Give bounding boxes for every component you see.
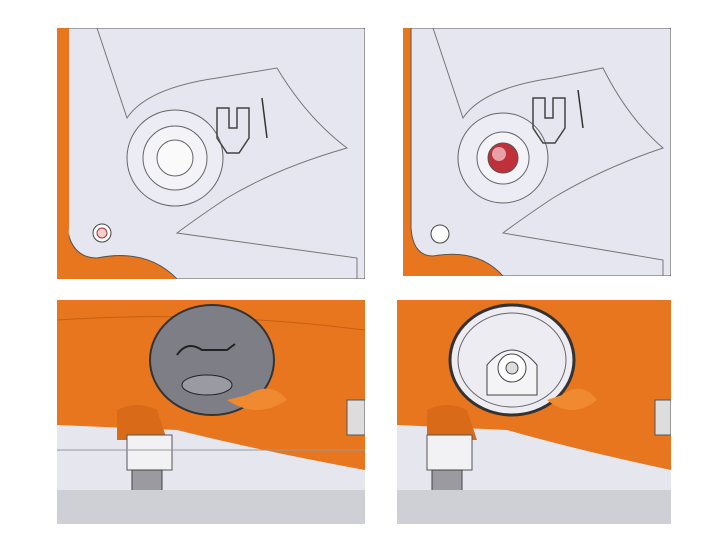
cad-view-fuel-door-open	[397, 300, 671, 524]
cad-view-fuel-door-closed	[57, 300, 365, 524]
cad-view-cap-removed	[403, 28, 671, 276]
cad-view-cap-installed	[57, 28, 365, 279]
